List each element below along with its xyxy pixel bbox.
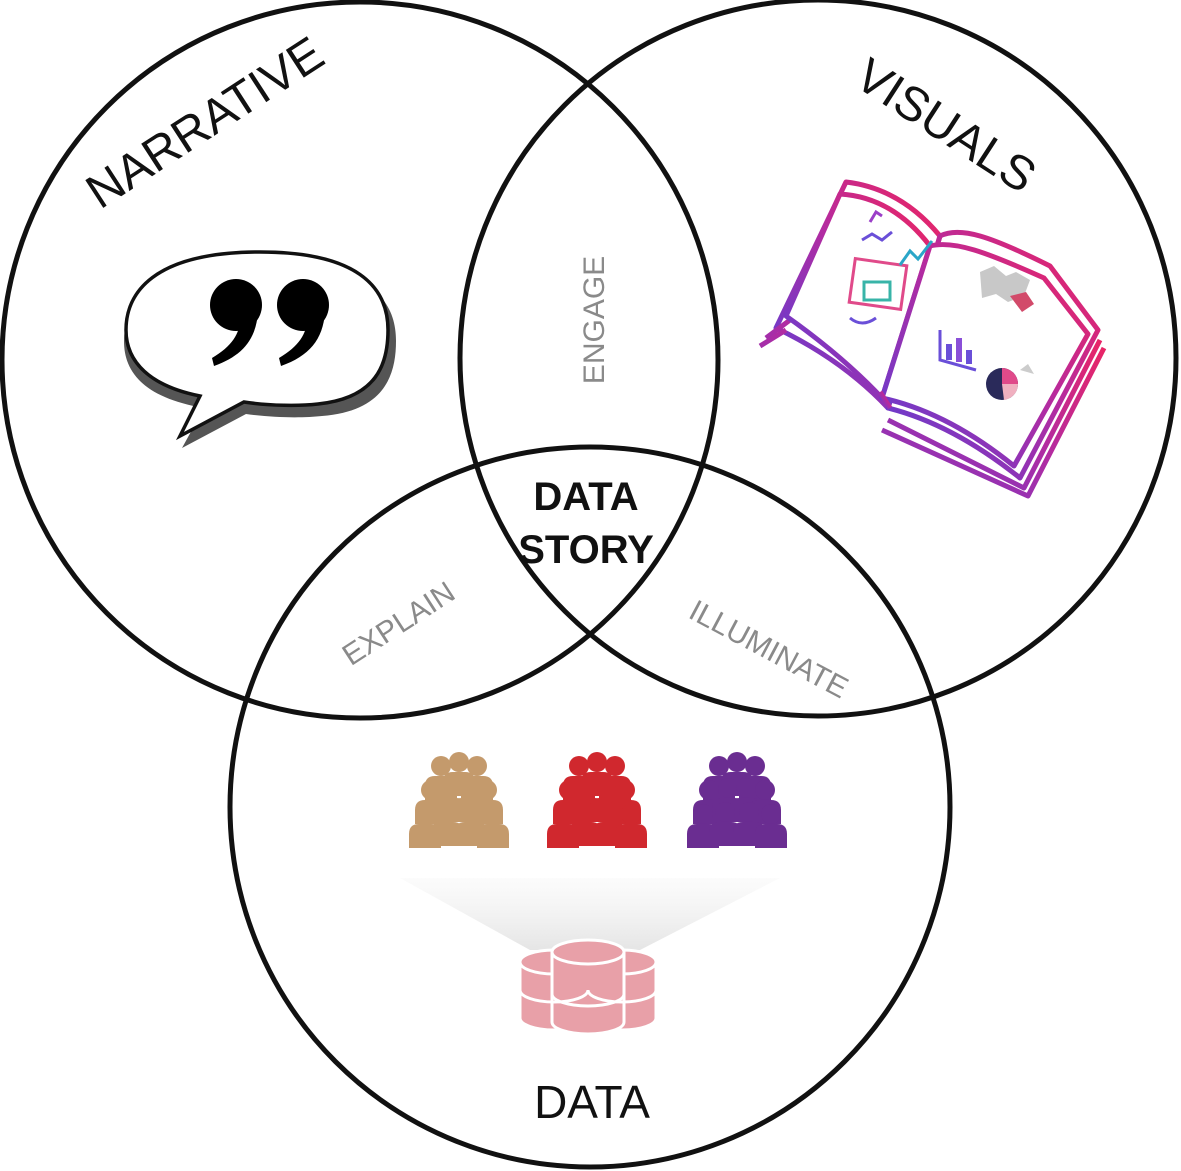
data-label: DATA: [534, 1076, 650, 1128]
narrative-circle: [0, 0, 721, 721]
data-beam: [400, 878, 780, 950]
people-group-icon: [409, 752, 509, 848]
narrative-label: NARRATIVE: [77, 27, 333, 219]
engage-label: ENGAGE: [578, 256, 611, 384]
explain-label: EXPLAIN: [337, 576, 461, 673]
people-group-icon: [547, 752, 647, 848]
people-group-icon: [687, 752, 787, 848]
data-story-line2: STORY: [518, 528, 654, 572]
data-circle: [227, 444, 953, 1170]
visuals-circle: [457, 0, 1179, 719]
book-chart-sketches: [847, 209, 1034, 400]
speech-bubble-quote-icon: [124, 250, 396, 448]
data-story-line1: DATA: [533, 475, 638, 519]
open-book-charts-icon: [758, 179, 1107, 499]
visuals-label: VISUALS: [846, 49, 1045, 204]
database-stack-icon: [518, 938, 658, 1036]
illuminate-label: ILLUMINATE: [684, 594, 854, 705]
